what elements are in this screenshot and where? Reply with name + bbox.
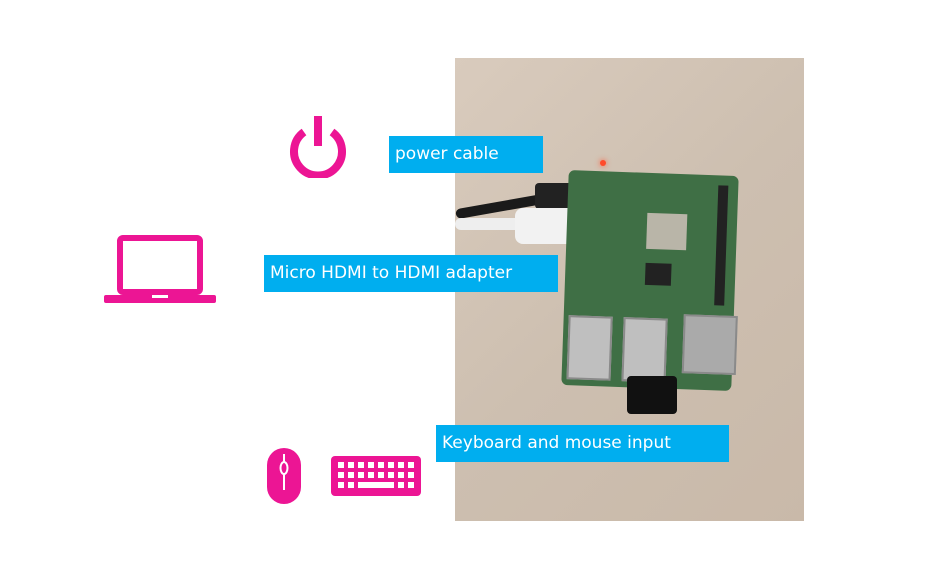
keyboard-icon xyxy=(331,456,421,496)
hdmi-adapter-label: Micro HDMI to HDMI adapter xyxy=(264,255,558,292)
key xyxy=(398,472,404,478)
usb-dongle xyxy=(627,376,677,414)
key xyxy=(358,472,364,478)
ethernet-port xyxy=(681,314,738,376)
key xyxy=(348,482,354,488)
gpio-header xyxy=(714,185,729,306)
spacebar-key xyxy=(358,482,394,488)
key xyxy=(388,462,394,468)
power-icon xyxy=(290,116,346,178)
usb-port xyxy=(621,317,668,383)
power-led xyxy=(600,160,606,166)
key xyxy=(338,472,344,478)
raspberry-pi-board xyxy=(561,170,739,391)
usb-port xyxy=(566,315,613,381)
key xyxy=(398,462,404,468)
key xyxy=(378,472,384,478)
key xyxy=(388,472,394,478)
key xyxy=(408,462,414,468)
key xyxy=(368,462,374,468)
key xyxy=(338,462,344,468)
key xyxy=(408,472,414,478)
key xyxy=(338,482,344,488)
key xyxy=(378,462,384,468)
key xyxy=(348,472,354,478)
key xyxy=(348,462,354,468)
key xyxy=(358,462,364,468)
key xyxy=(368,472,374,478)
mouse-icon xyxy=(267,448,301,504)
cpu-chip xyxy=(646,212,688,251)
key xyxy=(398,482,404,488)
ram-chip xyxy=(644,262,672,286)
key xyxy=(408,482,414,488)
keyboard-mouse-label: Keyboard and mouse input xyxy=(436,425,729,462)
power-cable-label: power cable xyxy=(389,136,543,173)
laptop-icon xyxy=(104,235,216,303)
